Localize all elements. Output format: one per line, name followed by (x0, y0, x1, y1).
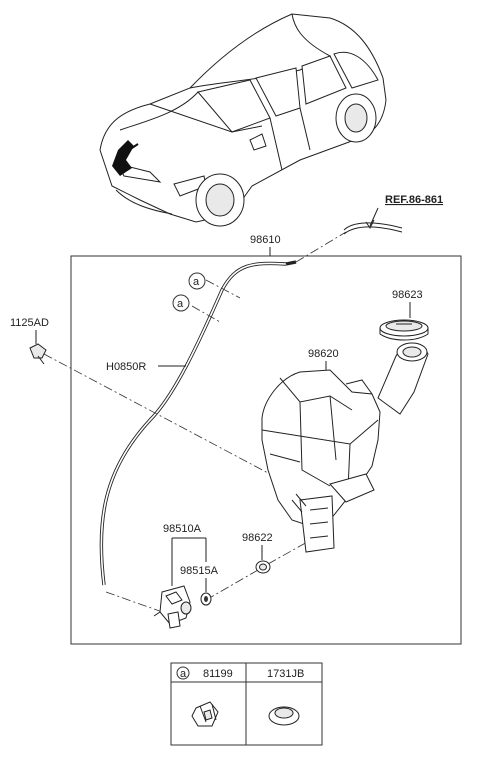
assembly-frame (70, 255, 462, 645)
pump-part (153, 585, 192, 629)
legend-table: a 81199 1731JB (170, 662, 323, 746)
leader-pump-to-grommet (205, 569, 259, 601)
grommet-label: 98622 (242, 532, 273, 544)
reservoir-label: 98620 (308, 348, 339, 360)
leader-callout-a2 (191, 305, 221, 323)
legend-code-1: 81199 (203, 668, 233, 680)
leader-bolt (43, 353, 301, 491)
leader-hose-to-pump (105, 591, 169, 615)
hose-label: H0850R (106, 361, 146, 373)
callout-a-upper: a (188, 272, 206, 290)
callout-a-lower: a (172, 294, 190, 312)
bolt-label: 1125AD (10, 317, 49, 329)
grommet-part (255, 560, 271, 574)
legend-code-2: 1731JB (267, 668, 304, 680)
cap-label: 98623 (392, 289, 423, 301)
cap-part (379, 319, 429, 341)
washer-hose (99, 260, 297, 586)
svg-text:a: a (193, 276, 200, 288)
bolt-part (29, 343, 47, 365)
pump-label: 98510A (163, 523, 202, 535)
car-illustration (99, 13, 387, 227)
reservoir-part (261, 342, 429, 553)
ref-label: REF.86-861 (385, 194, 443, 206)
leader-callout-a1 (205, 279, 241, 299)
svg-text:a: a (177, 298, 184, 310)
assembly-label: 98610 (250, 234, 281, 246)
leader-hose-to-ref (295, 231, 347, 263)
pump-seal-label: 98515A (180, 565, 219, 577)
legend-callout-letter: a (180, 668, 187, 680)
clip-part (191, 701, 219, 727)
plug-grommet-part (268, 706, 300, 726)
reference-callout: REF.86-861 (343, 194, 443, 235)
legend-callout-icon (176, 666, 190, 680)
pump-seal-part (200, 592, 212, 606)
